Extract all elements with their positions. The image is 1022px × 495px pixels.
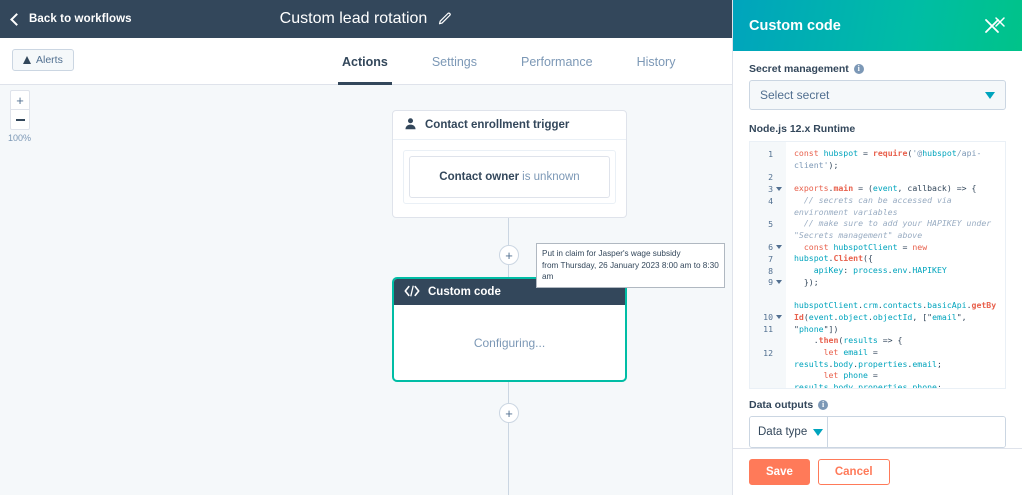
- flow-diagram: Contact enrollment trigger Contact owner…: [0, 85, 732, 495]
- fold-triangle-icon[interactable]: [776, 315, 782, 320]
- trigger-filter-condition: is unknown: [522, 171, 580, 183]
- connector-line: [508, 423, 509, 495]
- tab-settings[interactable]: Settings: [410, 38, 499, 85]
- code-node-title: Custom code: [428, 286, 501, 298]
- gutter-row: 6: [750, 242, 786, 254]
- gutter-row: 8: [768, 265, 773, 276]
- gutter-row: 10: [750, 312, 786, 324]
- runtime-label: Node.js 12.x Runtime: [749, 123, 856, 135]
- gutter-row: 4: [768, 195, 773, 206]
- data-outputs-label: Data outputs: [749, 399, 814, 411]
- zoom-level-label: 100%: [8, 133, 32, 143]
- gutter-row: 7: [768, 254, 773, 265]
- trigger-filter-property: Contact owner: [439, 171, 520, 183]
- gutter-row: 1: [768, 148, 773, 159]
- zoom-controls: +: [10, 90, 30, 130]
- secret-select[interactable]: Select secret: [749, 80, 1006, 110]
- wage-subsidy-tooltip: Put in claim for Jasper's wage subsidy f…: [536, 243, 725, 288]
- chevron-left-icon: [10, 12, 23, 26]
- editor-code-content[interactable]: const hubspot = require('@hubspot/api-cl…: [794, 148, 997, 389]
- gutter-row: [750, 300, 786, 312]
- tooltip-line-2: from Thursday, 26 January 2023 8:00 am t…: [542, 260, 719, 282]
- gutter-row: [750, 288, 786, 300]
- gutter-row: 12: [763, 347, 773, 358]
- trigger-node-header: Contact enrollment trigger: [393, 111, 626, 140]
- tab-history-label: History: [636, 54, 676, 69]
- gutter-row: 5: [768, 218, 773, 229]
- gutter-row: 9: [750, 277, 786, 289]
- trigger-filter-group[interactable]: Contact owner is unknown: [403, 150, 616, 204]
- gutter-row: [750, 358, 786, 370]
- secret-management-label-row: Secret management i: [749, 63, 1006, 75]
- gutter-row: 2: [768, 172, 773, 183]
- connector-line: [508, 265, 509, 277]
- alerts-label: Alerts: [36, 54, 63, 66]
- fold-triangle-icon[interactable]: [776, 186, 782, 191]
- tooltip-line-1: Put in claim for Jasper's wage subsidy: [542, 249, 681, 258]
- trigger-filter[interactable]: Contact owner is unknown: [409, 156, 610, 198]
- data-output-name-input[interactable]: [828, 417, 1005, 447]
- trigger-node-body: Contact owner is unknown: [393, 140, 626, 214]
- gutter-row: 3: [750, 183, 786, 195]
- page-title: Custom lead rotation: [279, 10, 428, 27]
- gutter-row: [750, 335, 786, 347]
- chevron-down-icon: [813, 428, 824, 436]
- data-outputs-row: Data type: [749, 416, 1006, 448]
- add-action-button-1[interactable]: +: [499, 245, 519, 265]
- tab-history[interactable]: History: [615, 38, 698, 85]
- add-action-button-2[interactable]: +: [499, 403, 519, 423]
- secret-management-label: Secret management: [749, 63, 849, 75]
- data-outputs-section: Data outputs i Data type: [749, 389, 1006, 448]
- fold-triangle-icon[interactable]: [776, 245, 782, 250]
- connector-line: [508, 382, 509, 403]
- tab-performance[interactable]: Performance: [499, 38, 615, 85]
- connector-line: [508, 218, 509, 245]
- node-custom-code[interactable]: Custom code Configuring...: [392, 277, 627, 382]
- contact-person-icon: [404, 117, 417, 133]
- tab-bar: Alerts Actions Settings Performance Hist…: [0, 38, 732, 85]
- warning-triangle-icon: [23, 56, 31, 64]
- save-button[interactable]: Save: [749, 459, 810, 485]
- panel-body: Secret management i Select secret Node.j…: [733, 51, 1022, 448]
- gutter-row: 11: [763, 324, 773, 335]
- alerts-button[interactable]: Alerts: [12, 49, 74, 71]
- top-bar: Back to workflows Custom lead rotation: [0, 0, 732, 38]
- panel-footer: Save Cancel: [733, 448, 1022, 495]
- panel-header: Custom code: [733, 0, 1022, 51]
- custom-code-panel: Custom code Secret management i Select s…: [732, 0, 1022, 495]
- tab-actions[interactable]: Actions: [320, 38, 410, 85]
- close-x-icon[interactable]: [982, 15, 1008, 37]
- info-icon[interactable]: i: [818, 400, 829, 410]
- tab-list: Actions Settings Performance History: [320, 38, 697, 85]
- info-icon[interactable]: i: [853, 64, 864, 74]
- zoom-in-button[interactable]: +: [11, 91, 29, 110]
- gutter-row: [750, 206, 786, 218]
- code-brackets-icon: [404, 285, 420, 300]
- gutter-row: [750, 160, 786, 172]
- tab-settings-label: Settings: [431, 54, 478, 69]
- zoom-out-button[interactable]: [11, 110, 29, 129]
- fold-triangle-icon[interactable]: [776, 280, 782, 285]
- back-to-workflows-link[interactable]: Back to workflows: [10, 12, 132, 26]
- code-node-status: Configuring...: [473, 335, 546, 350]
- pencil-icon[interactable]: [437, 12, 452, 27]
- panel-title: Custom code: [749, 17, 841, 34]
- tab-performance-label: Performance: [521, 54, 593, 69]
- tab-actions-label: Actions: [342, 54, 388, 69]
- gutter-row: [750, 230, 786, 242]
- data-outputs-label-row: Data outputs i: [749, 399, 1006, 411]
- secret-select-value: Select secret: [760, 88, 830, 102]
- cancel-button[interactable]: Cancel: [817, 459, 890, 485]
- data-type-value: Data type: [758, 426, 808, 438]
- data-type-select[interactable]: Data type: [750, 417, 828, 447]
- chevron-down-icon: [985, 91, 995, 99]
- trigger-node-title: Contact enrollment trigger: [425, 119, 570, 131]
- back-to-workflows-label: Back to workflows: [29, 13, 132, 25]
- node-contact-enrollment-trigger[interactable]: Contact enrollment trigger Contact owner…: [392, 110, 627, 218]
- workflow-canvas[interactable]: + 100% Contact enrollment trigger Con: [0, 85, 732, 495]
